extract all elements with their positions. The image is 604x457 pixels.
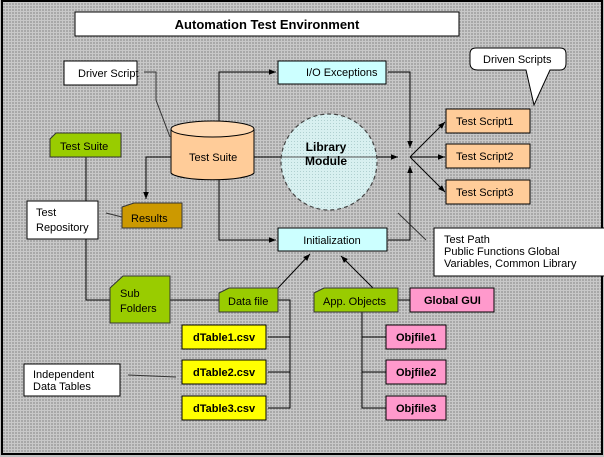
objfile-1-node[interactable]: Objfile1 bbox=[385, 324, 447, 350]
objfile-3-node[interactable]: Objfile3 bbox=[385, 395, 447, 421]
connector-datafile-to-tables bbox=[268, 299, 291, 409]
app-objects-node[interactable]: App. Objects bbox=[313, 287, 399, 313]
objfile-2-node[interactable]: Objfile2 bbox=[385, 359, 447, 385]
test-suite-folder-node[interactable]: Test Suite bbox=[49, 132, 122, 158]
initialization-label: Initialization bbox=[303, 235, 360, 247]
results-label: Results bbox=[131, 213, 168, 225]
data-table-3-node[interactable]: dTable3.csv bbox=[181, 395, 267, 421]
connector-driver-to-suite bbox=[144, 71, 171, 138]
data-table-2-node[interactable]: dTable2.csv bbox=[181, 359, 267, 385]
io-exceptions-label: I/O Exceptions bbox=[306, 67, 378, 79]
test-repository-label-line1: Test bbox=[36, 207, 56, 219]
driven-scripts-label: Driven Scripts bbox=[483, 54, 552, 66]
library-module-label-line2: Module bbox=[305, 154, 347, 168]
independent-label-line1: Independent bbox=[33, 369, 94, 381]
library-module-label-line1: Library bbox=[306, 140, 347, 154]
connector-suite-to-init bbox=[218, 180, 276, 243]
test-suite-database-node[interactable]: Test Suite bbox=[170, 120, 255, 181]
app-objects-label: App. Objects bbox=[323, 296, 386, 308]
objfile-2-label: Objfile2 bbox=[396, 367, 436, 379]
connector-repository-note bbox=[105, 212, 123, 218]
connector-suite-to-results bbox=[143, 156, 171, 199]
sub-folders-node[interactable]: Sub Folders bbox=[109, 275, 171, 324]
data-table-1-node[interactable]: dTable1.csv bbox=[181, 324, 267, 350]
global-gui-node[interactable]: Global GUI bbox=[409, 287, 495, 313]
connector-testpath-note bbox=[397, 212, 427, 241]
test-script-3-node[interactable]: Test Script3 bbox=[445, 179, 531, 205]
test-script-2-label: Test Script2 bbox=[456, 151, 513, 163]
connector-hub-to-script1 bbox=[409, 121, 446, 158]
data-file-node[interactable]: Data file bbox=[218, 287, 279, 313]
test-path-label-line1: Test Path bbox=[444, 234, 490, 246]
driver-script-node[interactable]: Driver Script bbox=[63, 60, 139, 86]
test-path-note: Test Path Public Functions Global Variab… bbox=[433, 227, 604, 277]
connector-hub-to-script3 bbox=[409, 156, 446, 193]
initialization-node[interactable]: Initialization bbox=[277, 227, 388, 252]
test-suite-database-label: Test Suite bbox=[189, 152, 237, 164]
driver-script-label: Driver Script bbox=[78, 68, 139, 80]
sub-folders-label-line1: Sub bbox=[120, 288, 140, 300]
objfile-1-label: Objfile1 bbox=[396, 332, 436, 344]
data-file-label: Data file bbox=[228, 296, 268, 308]
connector-independent-note bbox=[127, 374, 177, 378]
global-gui-label: Global GUI bbox=[424, 295, 481, 307]
test-suite-folder-label: Test Suite bbox=[60, 141, 108, 153]
objfile-3-label: Objfile3 bbox=[396, 403, 436, 415]
data-table-1-label: dTable1.csv bbox=[193, 332, 256, 344]
independent-data-tables-note: Independent Data Tables bbox=[23, 363, 121, 397]
connector-io-to-hub bbox=[388, 71, 413, 148]
test-path-label-line2: Public Functions Global bbox=[444, 246, 560, 258]
test-repository-label-line2: Repository bbox=[36, 222, 89, 234]
test-path-label-line3: Variables, Common Library bbox=[444, 258, 577, 270]
connector-datafile-to-init bbox=[277, 253, 311, 289]
diagram-title: Automation Test Environment bbox=[175, 17, 360, 32]
test-repository-note: Test Repository bbox=[26, 200, 99, 240]
data-table-2-label: dTable2.csv bbox=[193, 367, 256, 379]
test-script-1-label: Test Script1 bbox=[456, 116, 513, 128]
connector-appobjects-to-objfiles bbox=[361, 312, 386, 409]
connector-suite-to-io bbox=[218, 69, 276, 131]
independent-label-line2: Data Tables bbox=[33, 381, 91, 393]
test-script-1-node[interactable]: Test Script1 bbox=[445, 108, 531, 134]
test-script-2-node[interactable]: Test Script2 bbox=[445, 143, 531, 169]
connector-init-to-hub bbox=[388, 166, 413, 241]
connector-appobjects-to-init bbox=[340, 255, 374, 289]
driven-scripts-callout: Driven Scripts bbox=[469, 47, 567, 107]
results-node[interactable]: Results bbox=[121, 202, 183, 229]
library-module-node[interactable]: Library Module bbox=[280, 113, 378, 211]
sub-folders-label-line2: Folders bbox=[120, 303, 157, 315]
title-box: Automation Test Environment bbox=[74, 11, 460, 37]
test-script-3-label: Test Script3 bbox=[456, 187, 513, 199]
io-exceptions-node[interactable]: I/O Exceptions bbox=[277, 60, 387, 85]
data-table-3-label: dTable3.csv bbox=[193, 403, 256, 415]
